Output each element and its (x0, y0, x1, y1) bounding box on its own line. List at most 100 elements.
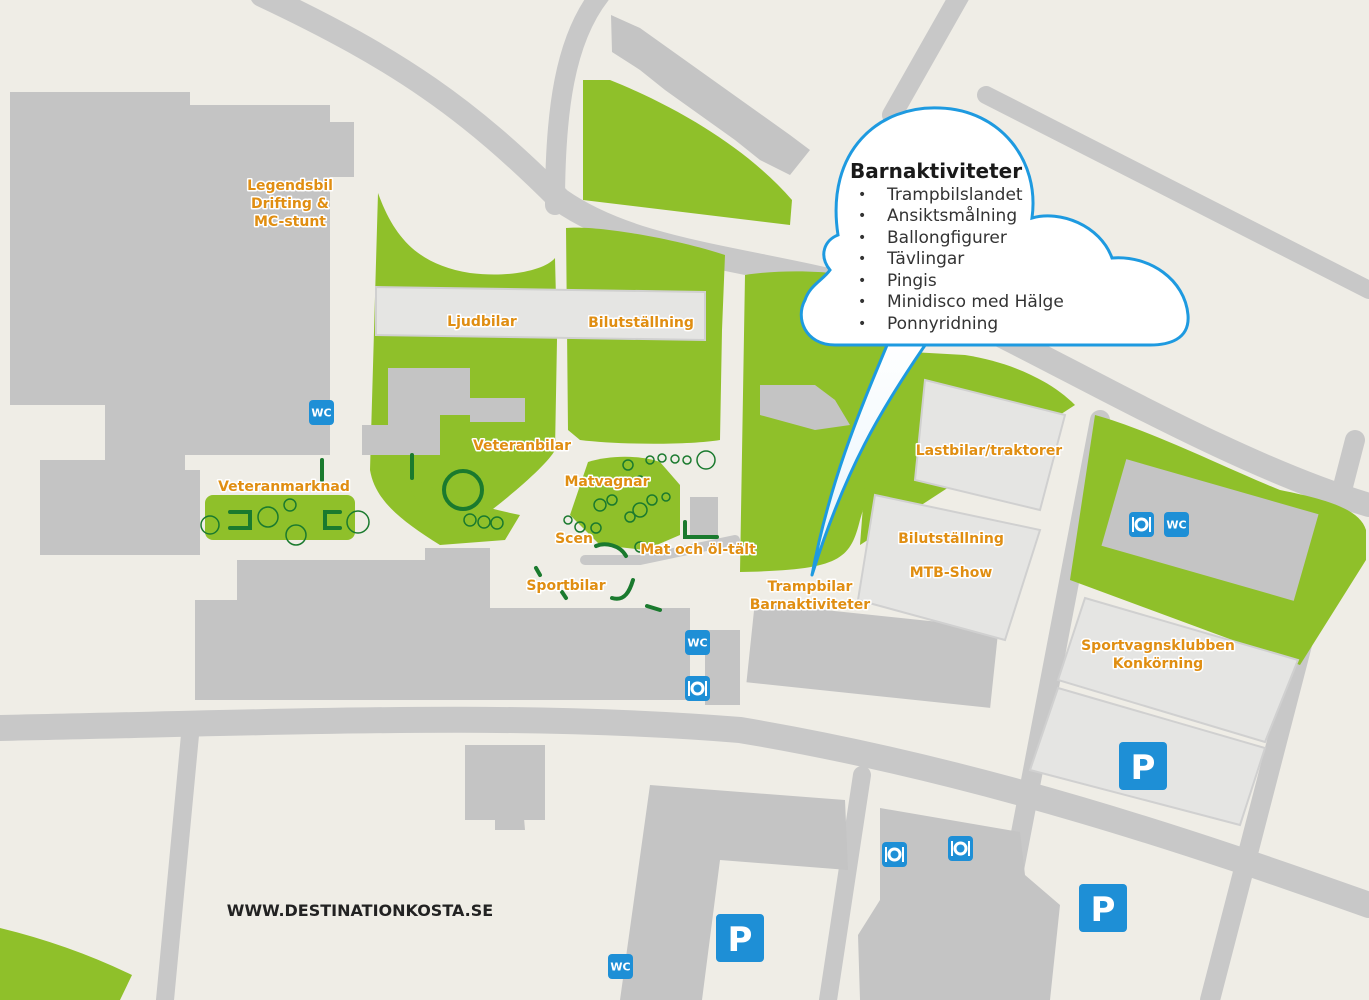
restaurant-icon (882, 842, 907, 867)
building-center-east (760, 385, 850, 430)
building-north-comb (611, 15, 810, 175)
restaurant-icon (948, 836, 973, 861)
building-south-l (620, 785, 848, 1000)
sportbilar-dash-3 (645, 604, 662, 612)
label-matvagnar: Matvagnar (565, 474, 650, 490)
parking-icon: P (716, 914, 764, 962)
building-west-annex (40, 460, 200, 555)
label-lastbilar: Lastbilar/traktorer (916, 443, 1063, 459)
svg-text:P: P (728, 920, 753, 960)
paved-ljudbilar (375, 285, 706, 342)
stage-arc (594, 542, 628, 558)
parking-icon: P (1079, 884, 1127, 932)
label-sportbilar: Sportbilar (526, 578, 605, 594)
callout-item: Minidisco med Hälge (887, 292, 1064, 312)
callout-item: Ponnyridning (887, 314, 998, 334)
area-labels: Legendsbil Drifting & MC-stunt Ljudbilar… (217, 177, 1237, 674)
label-veteranmarknad: Veteranmarknad (218, 479, 350, 495)
road-inner (580, 535, 740, 565)
trees (200, 450, 716, 553)
road-south (0, 706, 1369, 918)
label-bilutstallning-top: Bilutställning (588, 315, 694, 331)
svg-text:•: • (858, 251, 866, 267)
restaurant-icon (1129, 512, 1154, 537)
callout-title: Barnaktiviteter (850, 159, 1022, 183)
green-veteranmarknad (205, 495, 355, 540)
label-bilutstallning-right: Bilutställning (898, 531, 1004, 547)
label-scen: Scen (555, 531, 593, 547)
svg-text:WC: WC (610, 961, 630, 974)
callout-item: Tävlingar (886, 249, 964, 269)
callout-item: Trampbilslandet (886, 185, 1023, 205)
website-url: WWW.DESTINATIONKOSTA.SE (227, 901, 493, 920)
wc-icon: WC (608, 954, 633, 979)
callout-list: • Trampbilslandet • Ansiktsmålning • Ballon… (858, 185, 1064, 334)
callout-cloud (799, 106, 1190, 347)
label-trampbilar-1: Trampbilar (768, 579, 853, 595)
label-legendsbil-1: Legendsbil (247, 178, 333, 194)
label-legendsbil-3: MC-stunt (254, 214, 326, 230)
building-veteranbilar (362, 368, 525, 455)
label-sportvagn-2: Konkörning (1113, 656, 1203, 672)
beer-tent-outline (683, 520, 719, 539)
sportbilar-dash-1 (534, 566, 542, 577)
paved-lastbilar (913, 378, 1067, 512)
building-west-tower (330, 122, 354, 177)
paved-bilutstallning-right (856, 493, 1042, 642)
svg-text:P: P (1091, 890, 1116, 930)
building-south-row (195, 548, 690, 700)
callout-item: Ballongfigurer (887, 228, 1007, 248)
green-north (583, 80, 792, 225)
label-veteranbilar: Veteranbilar (473, 438, 571, 454)
callout-item: Ansiktsmålning (887, 205, 1017, 226)
label-mat-ol: Mat och öl-tält (640, 542, 756, 558)
venue-outlines (228, 453, 719, 612)
paved-sportvagn (1056, 596, 1300, 744)
label-sportvagn-1: Sportvagnsklubben (1081, 638, 1235, 654)
building-west-large (10, 92, 330, 460)
svg-text:P: P (1131, 748, 1156, 788)
building-south-small-wing (495, 770, 525, 830)
svg-text:•: • (858, 273, 866, 289)
sportbilar-arc (610, 578, 635, 601)
wc-icons: WC WC WC WC (309, 400, 1189, 979)
road-east (977, 86, 1369, 299)
green-matvagnar (570, 456, 680, 550)
road-northeast (882, 0, 969, 125)
road-south-mid (819, 766, 871, 1000)
green-area-bottom-left (0, 928, 132, 1000)
svg-text:•: • (858, 187, 866, 203)
roundabout-veteranbilar (442, 469, 484, 511)
road-north-spur (545, 0, 609, 215)
building-south-center (746, 602, 999, 708)
restaurant-icon (685, 676, 710, 701)
label-mtb: MTB-Show (910, 565, 993, 581)
wc-icon: WC (1164, 512, 1189, 537)
callout-item: Pingis (887, 271, 937, 291)
svg-text:•: • (858, 316, 866, 332)
label-ljudbilar: Ljudbilar (447, 314, 517, 330)
building-beer-tent (690, 497, 718, 537)
label-trampbilar-2: Barnaktiviteter (750, 597, 871, 613)
svg-text:WC: WC (687, 637, 707, 650)
building-far-east (1101, 459, 1319, 601)
road-north (251, 0, 1369, 517)
callout-pointer (810, 336, 932, 577)
svg-text:WC: WC (1166, 519, 1186, 532)
parking-icons: P P P (716, 742, 1167, 962)
parking-icon: P (1119, 742, 1167, 790)
svg-text:•: • (858, 208, 866, 224)
buildings (10, 15, 1319, 1000)
sportbilar-dash-2 (560, 590, 568, 600)
stall-veteranmarknad-2 (323, 510, 342, 530)
restaurant-icons (685, 512, 1154, 867)
building-service (705, 630, 740, 705)
wc-icon: WC (309, 400, 334, 425)
svg-text:WC: WC (311, 407, 331, 420)
road-southwest (156, 726, 199, 1000)
svg-text:•: • (858, 294, 866, 310)
building-south-east (858, 808, 1060, 1000)
stall-veteranmarknad-1 (228, 510, 252, 530)
wc-icon: WC (685, 630, 710, 655)
